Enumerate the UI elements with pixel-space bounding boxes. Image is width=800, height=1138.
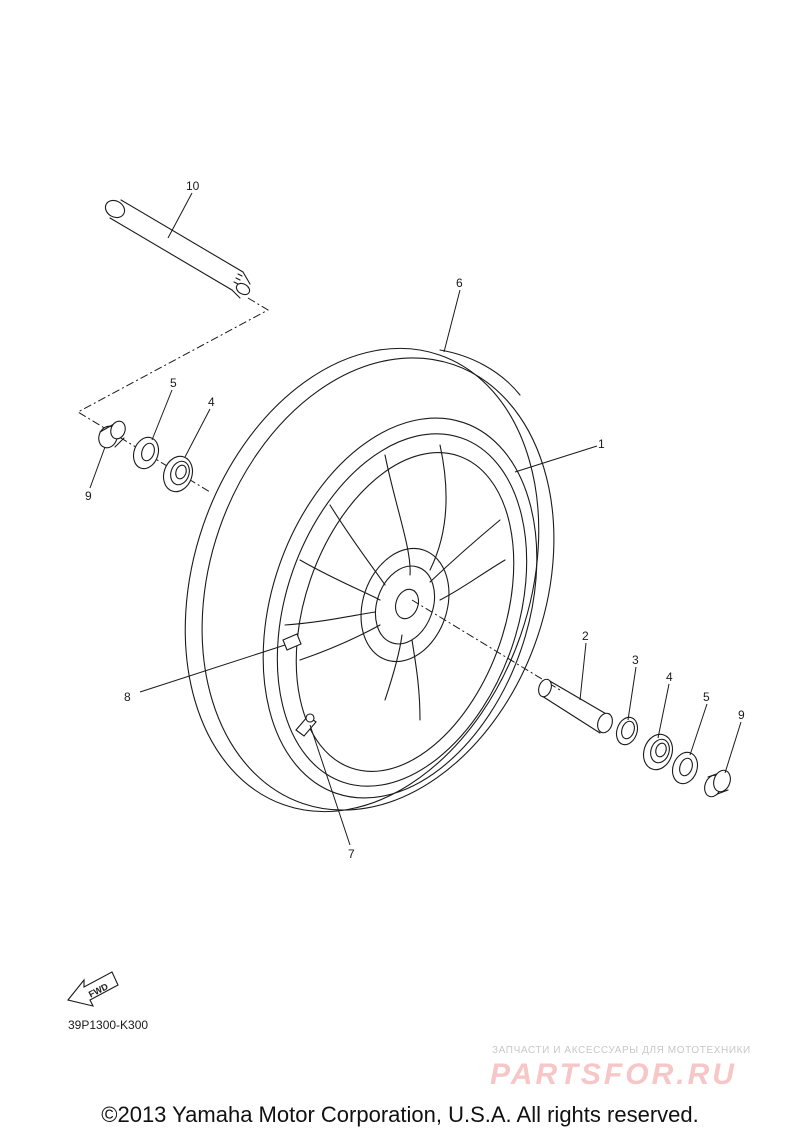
front-axle bbox=[104, 199, 251, 299]
leader-10 bbox=[167, 192, 193, 239]
fwd-arrow-icon: FWD bbox=[67, 971, 119, 1007]
callout-10: 10 bbox=[186, 179, 200, 193]
leader-8 bbox=[139, 644, 286, 693]
callout-6: 6 bbox=[456, 276, 463, 290]
collar-right bbox=[704, 769, 731, 798]
leader-9-right bbox=[724, 721, 742, 774]
front-tire bbox=[184, 347, 555, 813]
watermark-tagline: ЗАПЧАСТИ И АКСЕССУАРЫ ДЛЯ МОТОТЕХНИКИ bbox=[492, 1045, 751, 1056]
oil-seal-right bbox=[671, 751, 699, 785]
leader-6 bbox=[443, 289, 461, 353]
leader-9-left bbox=[89, 446, 106, 489]
callout-4-right: 4 bbox=[666, 670, 673, 684]
callout-3: 3 bbox=[632, 653, 639, 667]
watermark-brand-logo: PARTSFOR.RU bbox=[490, 1058, 737, 1091]
valve-stem bbox=[295, 713, 317, 737]
drawing-code: 39P1300-K300 bbox=[68, 1018, 149, 1032]
leader-7 bbox=[309, 724, 351, 846]
copyright-notice: ©2013 Yamaha Motor Corporation, U.S.A. A… bbox=[101, 1102, 699, 1127]
leader-1 bbox=[514, 445, 598, 473]
leader-4-left bbox=[184, 408, 211, 458]
callout-2: 2 bbox=[582, 629, 589, 643]
leader-5-right bbox=[689, 703, 708, 756]
callout-8: 8 bbox=[124, 690, 131, 704]
balance-weight bbox=[282, 633, 302, 651]
callout-1: 1 bbox=[598, 437, 605, 451]
axle-centerline-right bbox=[411, 599, 561, 691]
callout-5-left: 5 bbox=[170, 376, 177, 390]
callout-5-right: 5 bbox=[703, 690, 710, 704]
callout-9-left: 9 bbox=[85, 489, 92, 503]
callout-9-right: 9 bbox=[738, 708, 745, 722]
leader-4-right bbox=[657, 683, 670, 739]
collar-left bbox=[98, 420, 126, 449]
spacer bbox=[538, 678, 613, 734]
leader-3 bbox=[627, 666, 637, 721]
bearing-right bbox=[642, 733, 674, 771]
spacer-flange bbox=[615, 716, 639, 746]
bearing-left bbox=[162, 455, 194, 493]
front-wheel-rim bbox=[262, 417, 538, 799]
oil-seal-left bbox=[132, 436, 160, 470]
leader-5-left bbox=[151, 389, 173, 441]
callout-7: 7 bbox=[348, 847, 355, 861]
leader-2 bbox=[579, 642, 587, 701]
callout-4-left: 4 bbox=[208, 395, 215, 409]
